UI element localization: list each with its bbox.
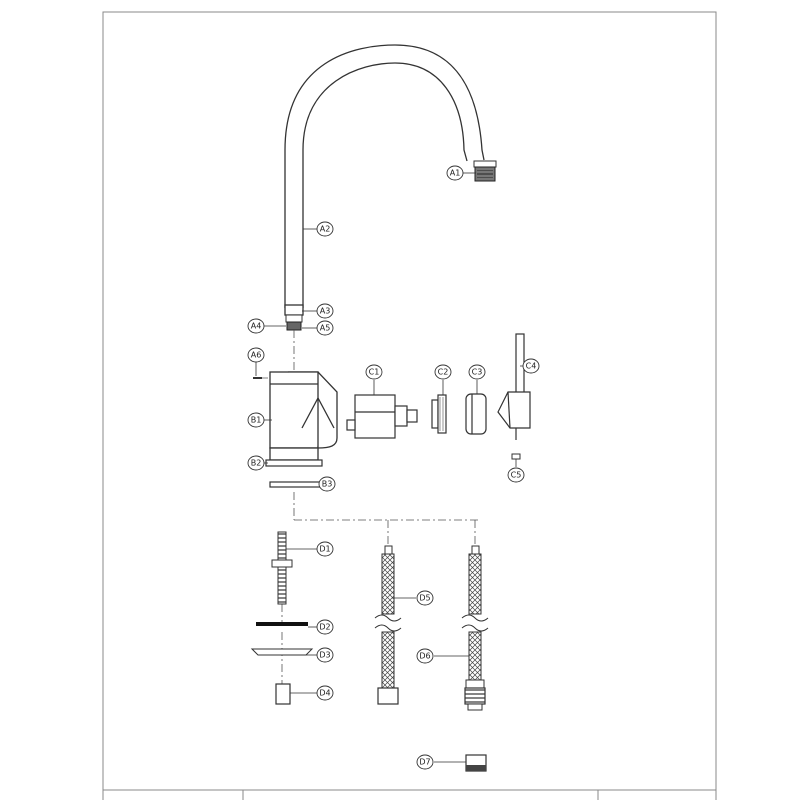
cartridge-nut [431,394,447,434]
callout-a2: A2 [320,225,331,234]
hose-adapter [465,754,487,772]
callout-a6: A6 [251,351,262,360]
callout-a1: A1 [450,169,461,178]
callout-b3: B3 [322,480,333,489]
aerator [473,160,497,182]
callout-d3: D3 [319,651,330,660]
callout-c3: C3 [472,368,483,377]
centerlines [281,330,480,684]
callout-d5: D5 [419,594,430,603]
callout-a4: A4 [251,322,262,331]
hose-right [461,545,489,711]
mounting-nut [275,683,291,705]
callout-c4: C4 [526,362,537,371]
callout-a3: A3 [320,307,331,316]
mixer-body [269,371,338,461]
decorative-cover [465,393,487,435]
callout-b2: B2 [251,459,262,468]
callout-d6: D6 [419,652,430,661]
callout-c1: C1 [369,368,380,377]
spout-fitting [285,314,303,331]
drawing-frame [102,11,717,800]
callout-d1: D1 [319,545,330,554]
callout-a5: A5 [320,324,331,333]
callout-d4: D4 [319,689,330,698]
callout-c2: C2 [438,368,449,377]
mounting-washers [265,459,323,488]
callout-b1: B1 [251,416,262,425]
callout-d7: D7 [419,758,430,767]
lever-handle [497,333,531,440]
spout-tube [284,44,485,316]
callout-bubbles [247,165,540,770]
callout-d2: D2 [319,623,330,632]
callout-c5: C5 [511,471,522,480]
cartridge [346,394,418,439]
handle-screw [511,453,521,460]
threaded-rod [271,531,293,605]
hose-left [374,545,402,705]
